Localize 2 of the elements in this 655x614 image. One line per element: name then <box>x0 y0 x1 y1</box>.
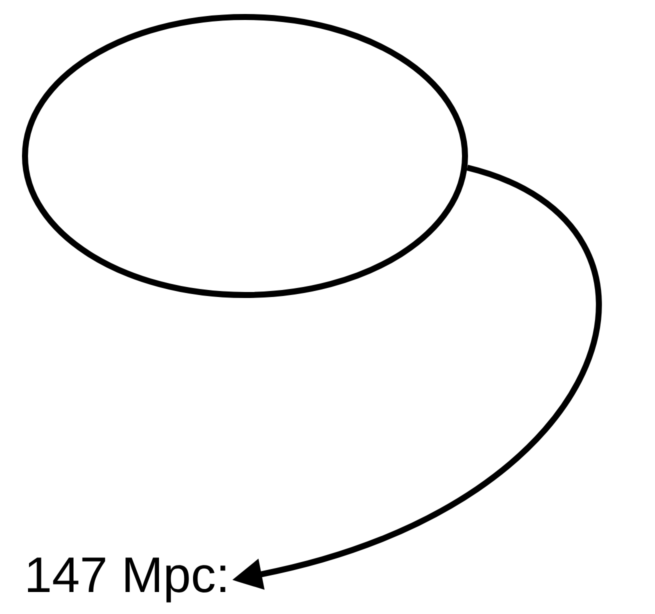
ellipse <box>22 14 468 298</box>
label-text: 147 Mpc: <box>28 558 226 602</box>
